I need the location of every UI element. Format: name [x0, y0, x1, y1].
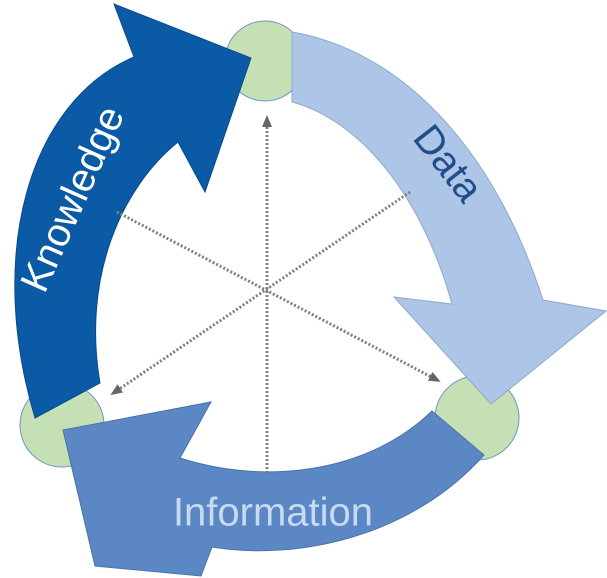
data-arrow: [291, 31, 607, 405]
information-arrow: [62, 401, 485, 577]
knowledge-arrow: [14, 3, 252, 419]
connector-diagonal-down-left: [110, 190, 411, 396]
information-label: Information: [173, 491, 373, 535]
connector-diagonal-down-right: [116, 210, 441, 383]
